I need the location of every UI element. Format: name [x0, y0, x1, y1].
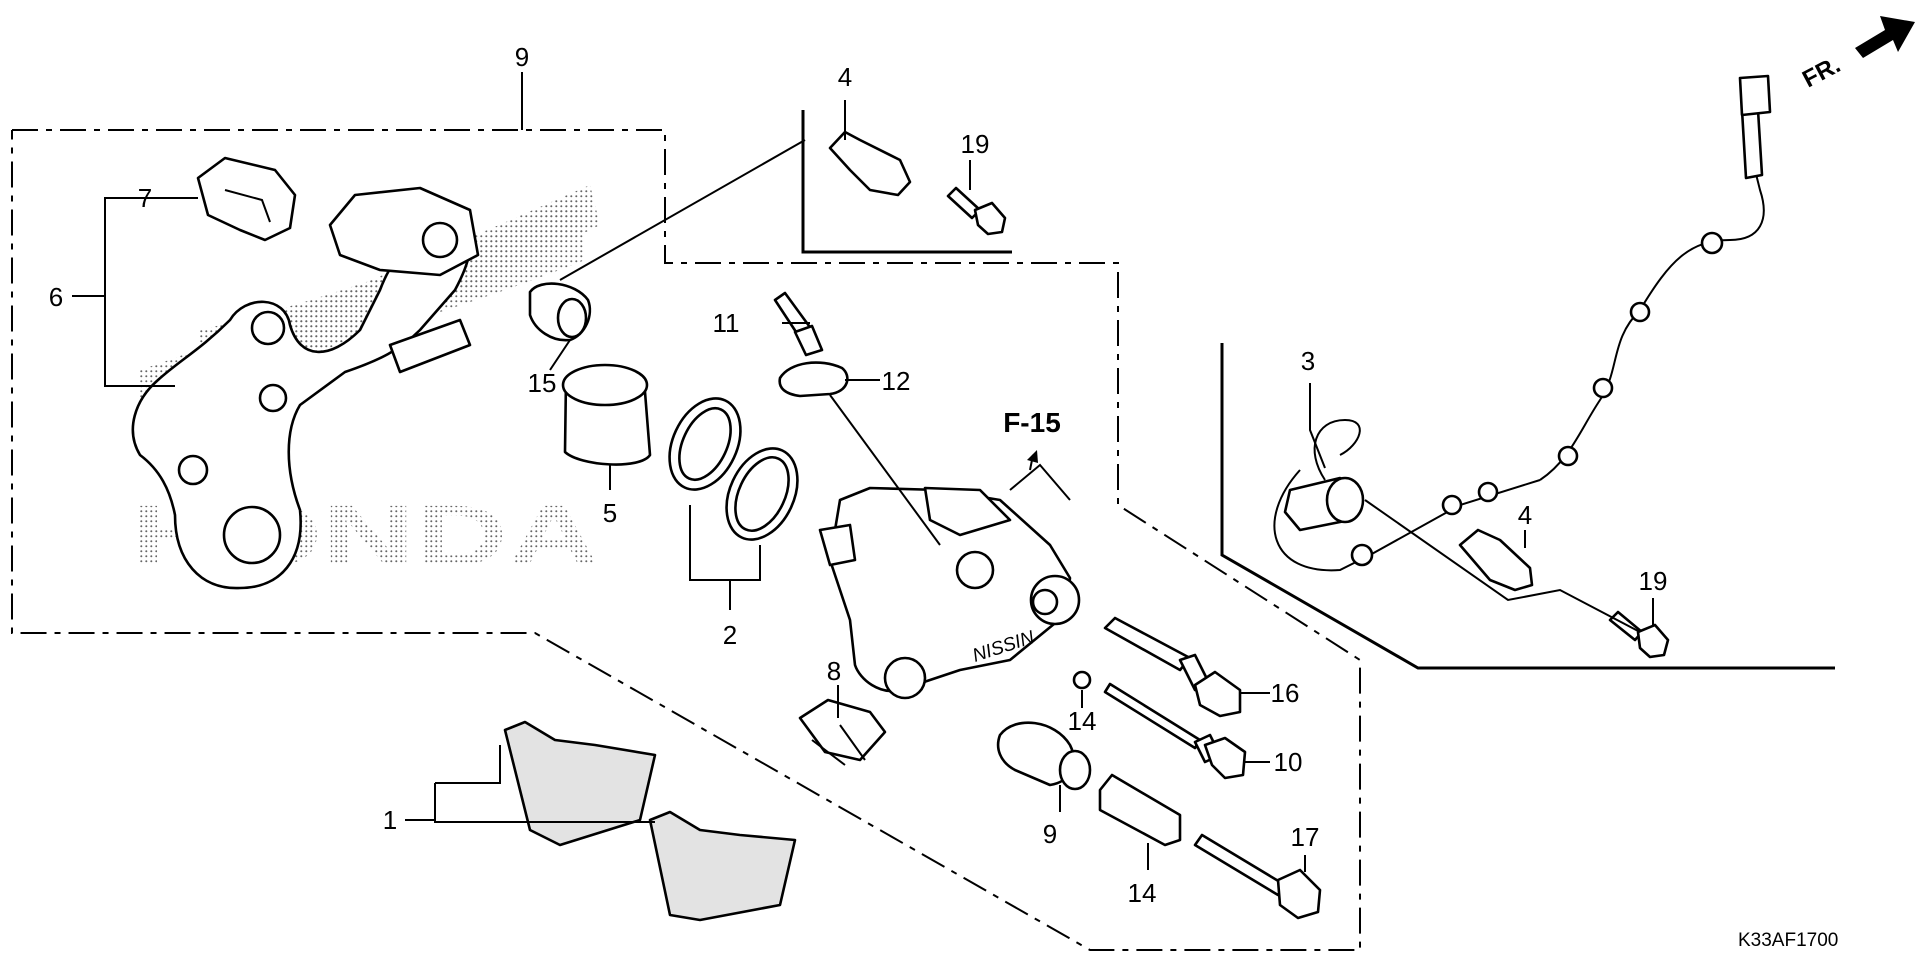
- pin-boot: [528, 282, 592, 342]
- pad-spring: [798, 698, 887, 766]
- callout-18: 17: [1291, 822, 1320, 852]
- callout-1: 1: [383, 805, 397, 835]
- diagram-code: K33AF1700: [1738, 930, 1838, 951]
- callouts: 9 7 6 15 5 2 11 12 F-15 4 19 8 1 14 16 1…: [49, 42, 1839, 951]
- bolt-18: [1193, 833, 1322, 920]
- brake-pads: [503, 720, 797, 922]
- piston: [561, 363, 652, 466]
- washer: [1072, 670, 1092, 690]
- bracket-clip: [196, 156, 297, 242]
- clip-group-outline: [801, 110, 1012, 254]
- callout-12: 11: [713, 308, 740, 338]
- callout-6: 8: [827, 656, 841, 686]
- bleeder-valve: [773, 291, 824, 357]
- caliper-pin-11: [1103, 682, 1247, 780]
- callout-15: 14: [1068, 706, 1097, 736]
- reference-label: F-15: [1003, 407, 1061, 438]
- callout-4-lower: 4: [1518, 500, 1532, 530]
- callout-3: 3: [1301, 346, 1315, 376]
- wheel-speed-sensor: [1273, 74, 1772, 572]
- callout-2: 2: [723, 620, 737, 650]
- bolt-19-lower: [1608, 610, 1670, 659]
- caliper-body: NISSIN: [818, 486, 1081, 700]
- clip-upper: [828, 130, 912, 197]
- slide-pin-boot: [996, 721, 1092, 791]
- callout-19-lower: 19: [1639, 566, 1668, 596]
- reference-arrow: [1009, 450, 1071, 501]
- callout-13: 12: [882, 366, 911, 396]
- assembly-10-outline: [11, 129, 1361, 951]
- sleeve: [1098, 773, 1182, 847]
- bleeder-cap: [778, 361, 849, 398]
- sensor-group-outline: [1220, 343, 1835, 670]
- bolt-19-upper: [946, 186, 1007, 236]
- callout-9: 9: [1043, 819, 1057, 849]
- callout-10: 9: [515, 42, 529, 72]
- callout-19-upper: 19: [961, 129, 990, 159]
- callout-17: 15: [528, 368, 557, 398]
- callout-11: 10: [1274, 747, 1303, 777]
- piston-seals: [668, 397, 799, 541]
- front-direction-arrow: FR.: [1798, 16, 1915, 93]
- callout-5: 5: [603, 498, 617, 528]
- callout-14: 14: [1128, 878, 1157, 908]
- callout-7: 6: [49, 282, 63, 312]
- caliper-bracket: [131, 186, 480, 590]
- front-label: FR.: [1798, 51, 1845, 93]
- leader-lines: [72, 72, 1654, 872]
- callout-4-upper: 4: [838, 62, 852, 92]
- callout-8: 7: [138, 183, 152, 213]
- caliper-pin-16: [1103, 616, 1242, 718]
- callout-16: 16: [1271, 678, 1300, 708]
- clip-lower: [1458, 528, 1534, 592]
